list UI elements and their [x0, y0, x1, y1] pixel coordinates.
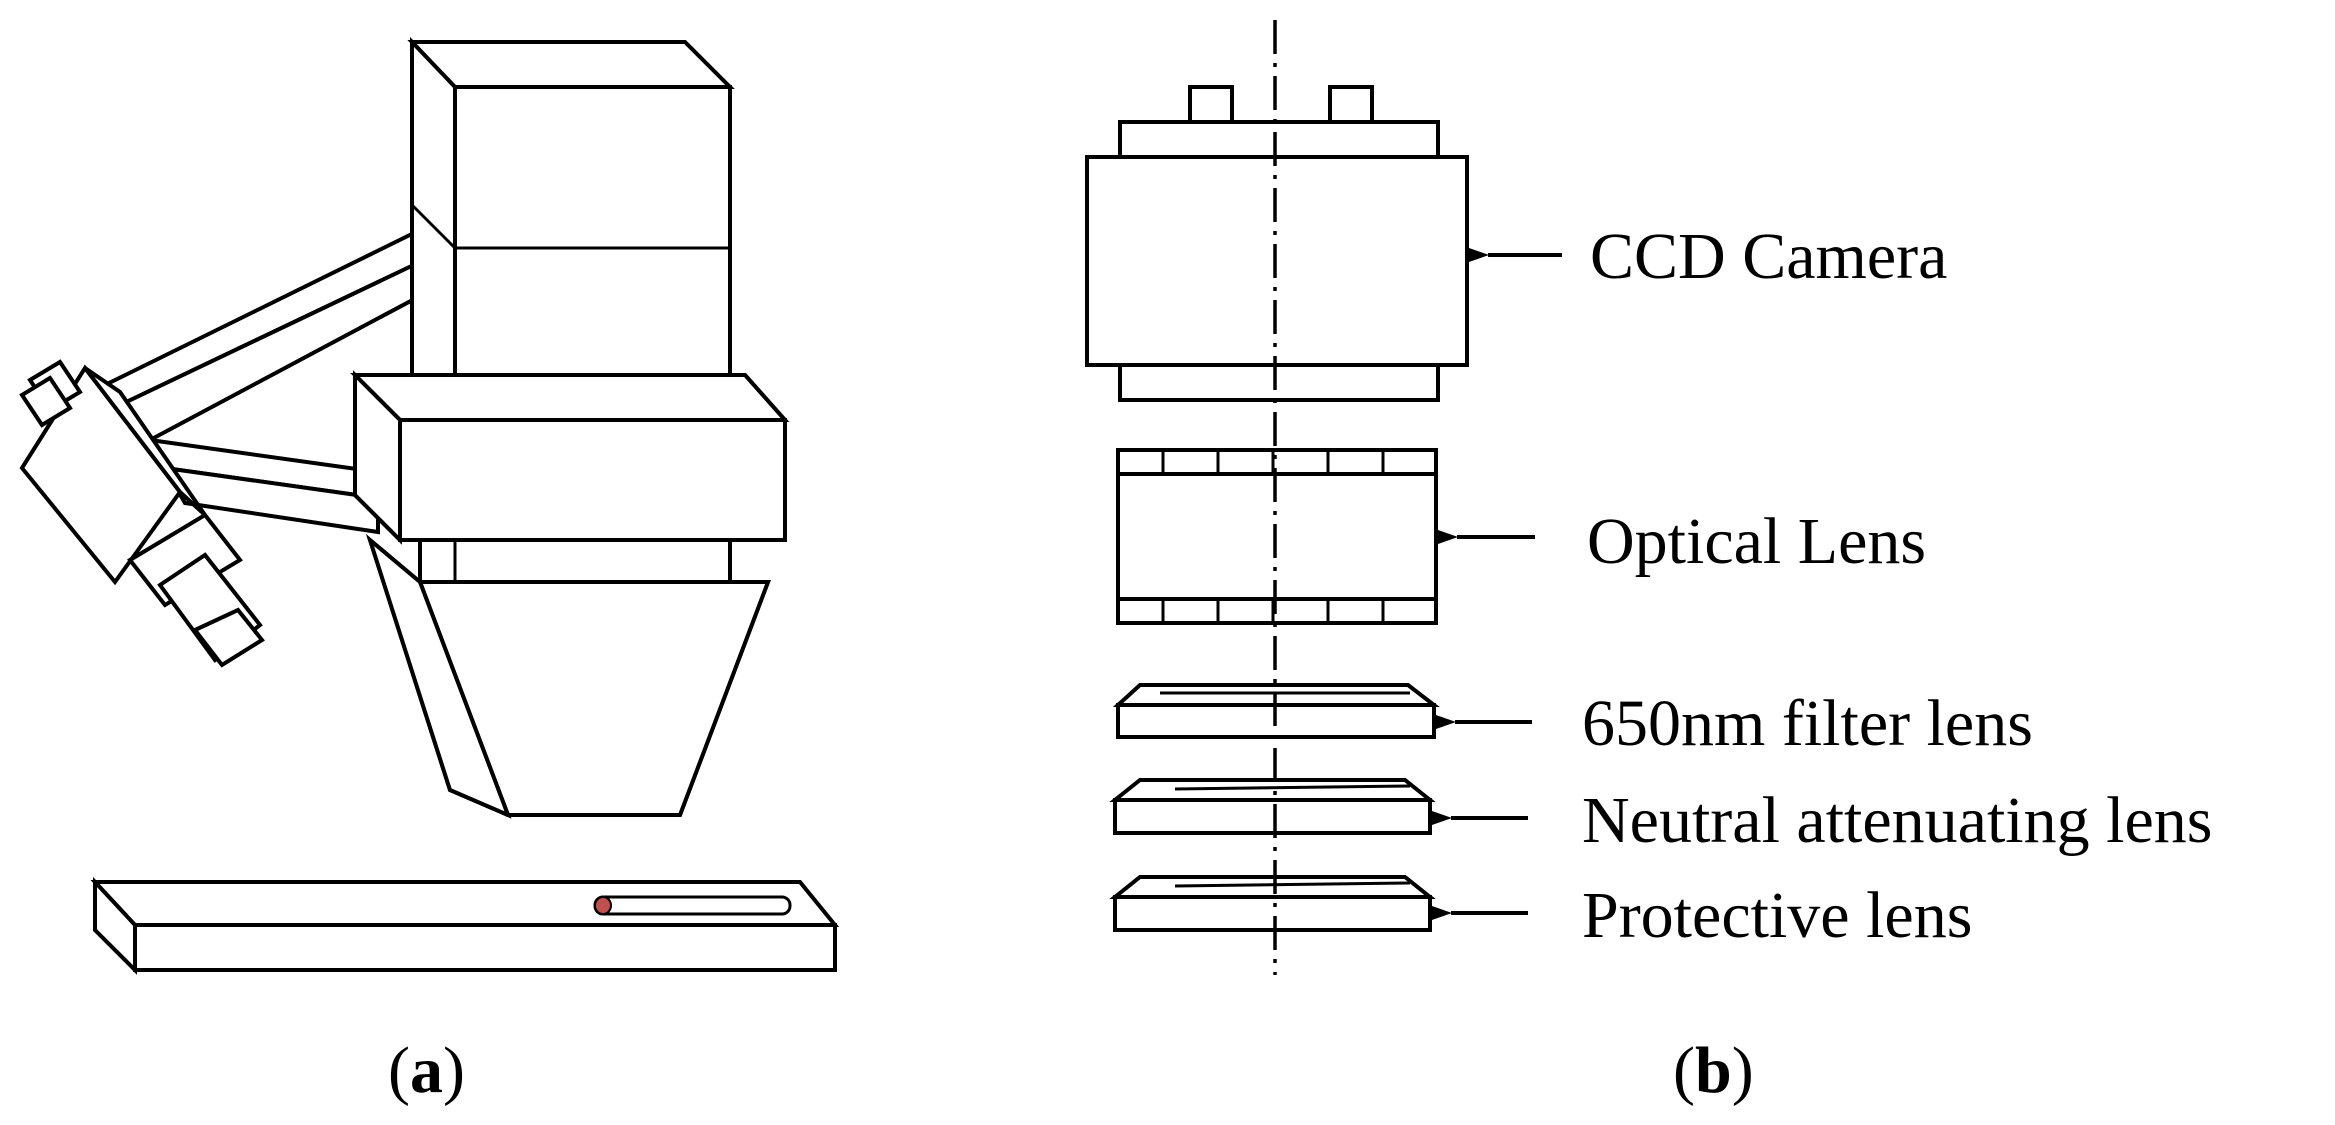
lens-ribs	[1161, 450, 1385, 623]
label-neutral-lens: Neutral attenuating lens	[1582, 784, 2212, 857]
protective-lens-drawing	[1109, 875, 1436, 932]
main-camera-body	[407, 37, 735, 433]
light-hood	[365, 534, 771, 819]
sample-tube	[593, 895, 792, 916]
side-camera	[19, 359, 265, 668]
panel-b-exploded-view: CCD Camera Optical Lens 650nm filter len…	[1085, 20, 2212, 1107]
panel-a-assembly: (a)	[19, 37, 840, 1107]
support-arms	[101, 226, 422, 535]
label-protective-lens: Protective lens	[1582, 879, 1972, 952]
caption-a: (a)	[388, 1034, 465, 1107]
label-ccd-camera: CCD Camera	[1590, 220, 1947, 293]
label-optical-lens: Optical Lens	[1587, 505, 1926, 578]
lens-neck	[418, 538, 732, 584]
ccd-camera-drawing	[1085, 85, 1469, 402]
label-filter-lens: 650nm filter lens	[1582, 687, 2033, 760]
sample-marker	[594, 896, 612, 915]
optical-lens-drawing	[1116, 448, 1438, 625]
mounting-collar	[350, 370, 790, 545]
component-labels: CCD Camera Optical Lens 650nm filter len…	[1582, 220, 2212, 952]
sample-platform	[90, 876, 840, 975]
leader-arrows	[1432, 248, 1562, 920]
neutral-lens-drawing	[1109, 778, 1436, 835]
caption-b: (b)	[1673, 1034, 1754, 1107]
